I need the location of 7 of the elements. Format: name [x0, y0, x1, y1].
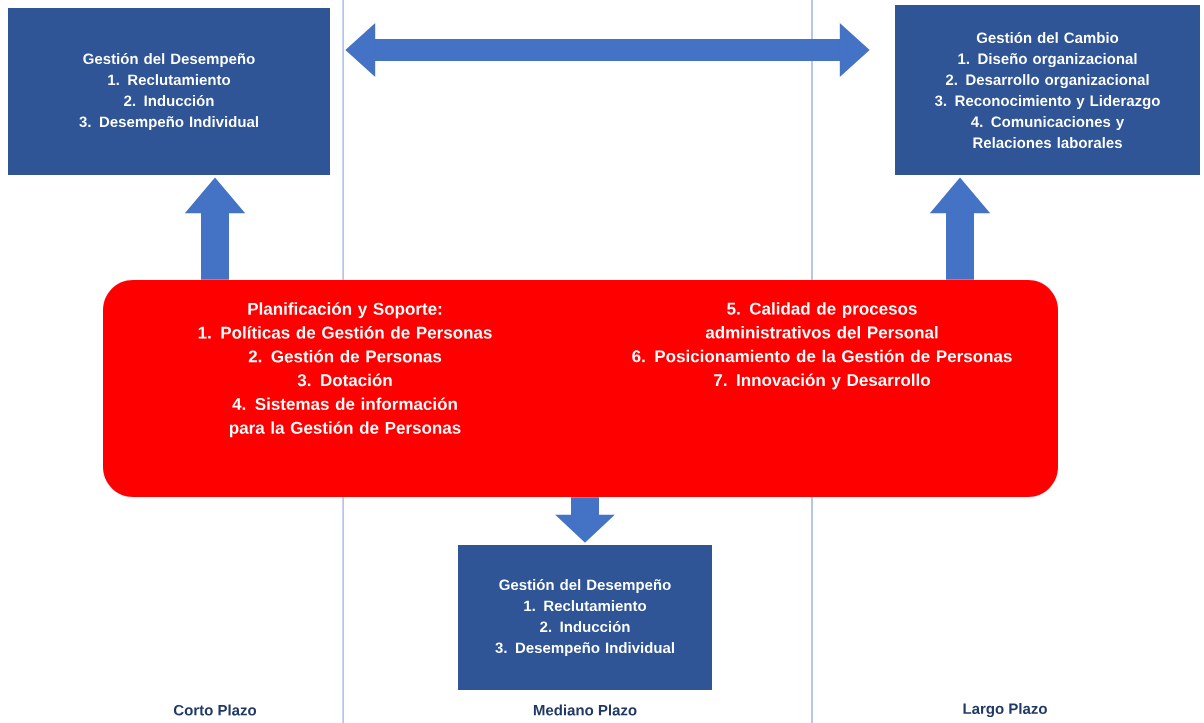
process-box: Gestión del Desempeño 1. Reclutamiento 2. Inducción 3. Desempeño Individual — [8, 8, 330, 175]
period-label: Corto Plazo — [173, 704, 257, 716]
process-box: Gestión del Cambio 1. Diseño organizacional 2. Desarrollo organizacional 3. Reconocimiento y Liderazgo 4. Comunicaciones y Relaciones laborales — [895, 5, 1200, 175]
period-label: Mediano Plazo — [533, 704, 637, 716]
period-label: Largo Plazo — [963, 703, 1047, 718]
planning-box: Planificación y Soporte: 1. Políticas de Gestión de Personas 2. Gestión de Personas 3. Dotación 4. Sistemas de información para la Gestión de Personas 5. Calidad de procesos administrativos del Personal 6. Posicionamiento de la Gestión de Personas 7. Innovación y Desarrollo — [103, 280, 1058, 497]
process-box: Gestión del Desempeño 1. Reclutamiento 2. Inducción 3. Desempeño Individual — [458, 545, 712, 690]
